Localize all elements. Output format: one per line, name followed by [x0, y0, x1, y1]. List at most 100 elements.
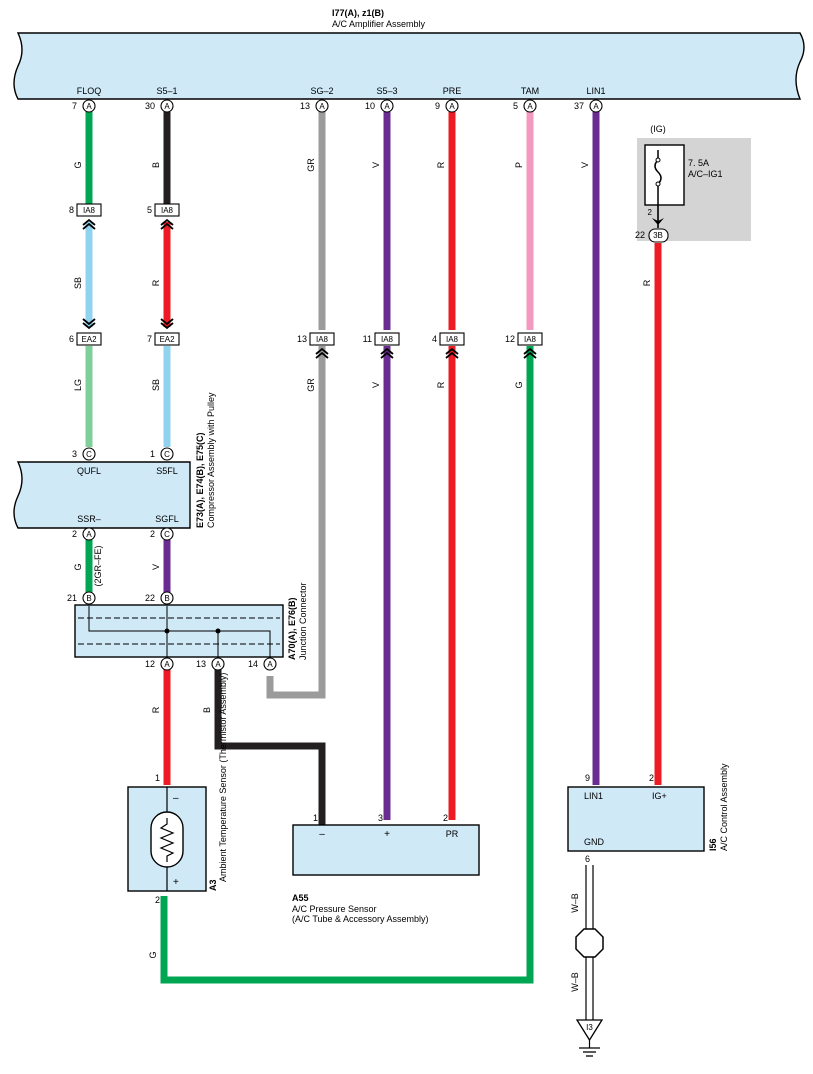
a55-pin-1: 1 — [313, 813, 318, 823]
ia8l-pre-pin: 4 — [432, 334, 437, 344]
i56-box — [567, 786, 705, 852]
a3-name: Ambient Temperature Sensor (Thermistor A… — [218, 673, 228, 882]
amp-pin-tam-conn: A — [527, 102, 533, 111]
i56-gnd-label: GND — [584, 837, 605, 847]
wl-ssr: G — [73, 563, 83, 570]
amp-pin-tam-num: 5 — [513, 101, 518, 111]
a55-subname: (A/C Tube & Accessory Assembly) — [292, 914, 429, 924]
a55-name: A/C Pressure Sensor — [292, 904, 377, 914]
amp-pin-lin1-conn: A — [593, 102, 599, 111]
comp-label-qufl: QUFL — [77, 466, 101, 476]
amp-pin-sg2-num: 13 — [300, 101, 310, 111]
jc-pin-14-num: 14 — [248, 659, 258, 669]
wl-pre-top: R — [436, 161, 446, 168]
a3-plus: + — [173, 877, 179, 888]
jc-pin-12-conn: A — [164, 660, 170, 669]
ground-code: I3 — [586, 1023, 593, 1032]
a3-pin-top: 1 — [155, 773, 160, 783]
a3-name-text: Ambient Temperature Sensor (Thermistor A… — [218, 673, 228, 882]
wl-floq-low: LG — [73, 379, 83, 391]
splice-octagon-icon — [575, 928, 604, 958]
ia8-upper-floq: 8 IA8 — [69, 203, 102, 230]
jc-pin-21-num: 21 — [67, 593, 77, 603]
compressor-name: Compressor Assembly with Pulley — [206, 392, 216, 528]
ea2-s51: 7 EA2 — [147, 318, 180, 346]
comp-pin-qufl-num: 3 — [72, 449, 77, 459]
comp-pin-s5fl-conn: C — [164, 450, 170, 459]
amp-pin-s53: 10 A — [365, 99, 394, 113]
a55-minus: – — [319, 829, 325, 840]
fuse-name: A/C–IG1 — [688, 169, 723, 179]
amplifier-name: A/C Amplifier Assembly — [332, 19, 426, 29]
i56-ig-label: IG+ — [652, 791, 667, 801]
ac-control-assembly: 9 2 6 LIN1 IG+ GND I56 A/C Control Assem… — [567, 763, 729, 864]
amp-pin-s53-num: 10 — [365, 101, 375, 111]
a55-pin-2: 2 — [443, 813, 448, 823]
a55-pin-3: 3 — [378, 813, 383, 823]
wl-sg2-top: GR — [306, 158, 316, 172]
comp-label-s5fl: S5FL — [156, 466, 178, 476]
amp-label-tam: TAM — [521, 86, 539, 96]
ea2-floq-pin: 6 — [69, 334, 74, 344]
comp-pin-sgfl-num: 2 — [150, 529, 155, 539]
pressure-sensor: 1 3 2 – + PR A55 A/C Pressure Sensor (A/… — [292, 813, 480, 924]
fuse-pin-left: 22 — [635, 230, 645, 240]
amp-pin-sg2-conn: A — [319, 102, 325, 111]
comp-pin-sgfl-conn: C — [164, 530, 170, 539]
wl-sg2-low: GR — [306, 378, 316, 392]
wl-gnd-2: W–B — [570, 972, 580, 992]
comp-pin-ssr-num: 2 — [72, 529, 77, 539]
jc-pin-22-conn: B — [164, 594, 169, 603]
i56-pin-lin: 9 — [585, 773, 590, 783]
compressor-box — [13, 461, 191, 529]
a3-code: A3 — [208, 879, 218, 891]
amp-pin-floq-conn: A — [86, 102, 92, 111]
wl-junction-b: B — [202, 707, 212, 713]
amp-label-s53: S5–3 — [376, 86, 397, 96]
thermistor-icon — [150, 811, 184, 868]
wl-s51-top: B — [151, 162, 161, 168]
compressor-code: E73(A), E74(B), E75(C) — [195, 432, 205, 528]
a55-code: A55 — [292, 893, 309, 903]
wl-floq-mid: SB — [73, 277, 83, 289]
ia8l-pre-code: IA8 — [446, 335, 459, 344]
wl-tam-top: P — [514, 162, 524, 168]
amp-label-lin1: LIN1 — [586, 86, 605, 96]
jc-pin-13-num: 13 — [196, 659, 206, 669]
wl-s53-low: V — [371, 382, 381, 388]
amp-pin-s51-num: 30 — [145, 101, 155, 111]
ia8l-tam-pin: 12 — [505, 334, 515, 344]
wire-tam-g — [160, 346, 534, 984]
jc-pin-21-conn: B — [86, 594, 91, 603]
ia8-lower-s53: 11 IA8 — [363, 332, 400, 359]
ia8l-s53-code: IA8 — [381, 335, 394, 344]
wire-junction-b — [214, 669, 326, 825]
amp-pin-lin1-num: 37 — [574, 101, 584, 111]
amp-label-sg2: SG–2 — [310, 86, 333, 96]
amp-pin-tam: 5 A — [513, 99, 537, 113]
ia8l-tam-code: IA8 — [524, 335, 537, 344]
ia8u-floq-code: IA8 — [83, 206, 96, 215]
junction-code: A70(A), E76(B) — [287, 597, 297, 660]
i56-lin-label: LIN1 — [584, 791, 603, 801]
i56-pin-gnd: 6 — [585, 854, 590, 864]
fuse-panel: (IG) 7. 5A A/C–IG1 2 22 3B — [635, 124, 751, 243]
fuse-box — [644, 144, 685, 206]
ea2-floq-code: EA2 — [81, 335, 97, 344]
wl-a3-out: G — [148, 951, 158, 958]
ia8-lower-sg2: 13 IA8 — [297, 332, 335, 359]
junction-name: Junction Connector — [298, 582, 308, 660]
ia8u-s51-code: IA8 — [161, 206, 174, 215]
amplifier-box — [13, 32, 805, 100]
wl-pre-low: R — [436, 381, 446, 388]
wl-s51-mid: R — [151, 279, 161, 286]
ea2-floq: 6 EA2 — [69, 318, 102, 346]
amp-pin-lin1: 37 A — [574, 99, 603, 113]
ia8-upper-s51: 5 IA8 — [147, 203, 180, 230]
jc-pin-12-num: 12 — [145, 659, 155, 669]
comp-pin-qufl-conn: C — [86, 450, 92, 459]
amp-pin-pre-num: 9 — [435, 101, 440, 111]
comp-label-sgfl: SGFL — [155, 514, 179, 524]
wl-note-2gr: (2GR–FE) — [93, 545, 103, 586]
